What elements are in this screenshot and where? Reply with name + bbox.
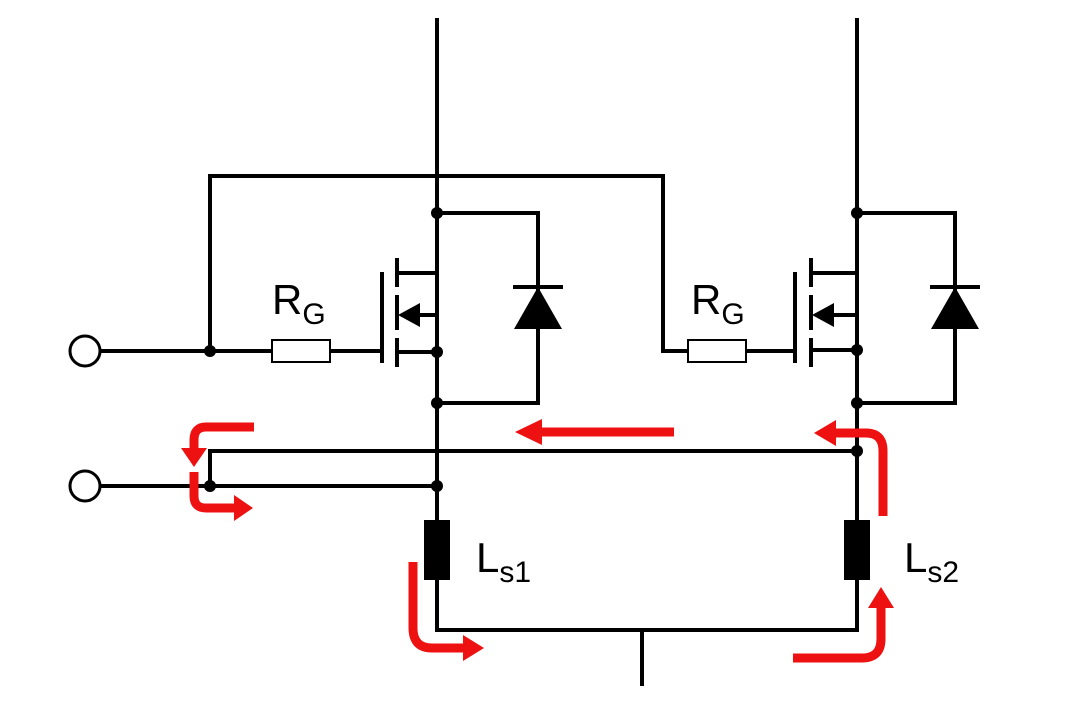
current-arrow-ls1 xyxy=(408,562,484,661)
current-flow-arrows xyxy=(181,419,894,663)
gate-terminal xyxy=(68,334,102,368)
junction-dot xyxy=(431,480,443,492)
kelvin-source-bus xyxy=(208,449,857,486)
junction-dot xyxy=(431,397,443,409)
gate-wiring xyxy=(100,174,795,353)
mosfet-right xyxy=(793,18,859,523)
diode-right-triangle xyxy=(931,287,979,329)
current-arrow-ls2 xyxy=(793,587,894,663)
junction-dots xyxy=(204,207,863,492)
junction-dot xyxy=(851,445,863,457)
diode-right-wire xyxy=(857,211,957,405)
mosfet-left-body-arrow xyxy=(398,303,420,327)
mosfet-left xyxy=(380,18,439,523)
diode-left-triangle xyxy=(514,287,562,329)
inductor-ls1-label: Ls1 xyxy=(476,534,531,589)
source-terminal xyxy=(68,469,102,503)
junction-dot xyxy=(431,207,443,219)
circulating-current-arrow-right-upper xyxy=(814,420,888,516)
inductor-ls1 xyxy=(424,520,450,580)
junction-dot xyxy=(431,346,443,358)
circulating-current-arrow-left-upper xyxy=(181,422,254,467)
mosfet-right-body-arrow xyxy=(812,303,834,327)
gate-resistor-right-label: RG xyxy=(691,276,745,331)
diode-left xyxy=(437,211,563,405)
junction-dot xyxy=(851,397,863,409)
gate-resistor-left xyxy=(271,339,331,363)
junction-dot xyxy=(851,344,863,356)
inductor-ls2 xyxy=(844,520,870,580)
inductor-ls2-label: Ls2 xyxy=(904,534,959,589)
junction-dot xyxy=(204,345,216,357)
gate-resistor-left-label: RG xyxy=(272,276,326,331)
circulating-current-arrow-left-lower xyxy=(189,472,253,521)
gate-bus-wire xyxy=(208,174,795,353)
gate-resistor-right xyxy=(687,339,747,363)
diode-right xyxy=(857,211,980,405)
diode-left-wire xyxy=(437,211,540,405)
power-source-path xyxy=(424,520,870,686)
source-wiring xyxy=(100,449,857,488)
circulating-current-arrow-top xyxy=(515,419,674,445)
junction-dot xyxy=(204,480,216,492)
junction-dot xyxy=(851,207,863,219)
